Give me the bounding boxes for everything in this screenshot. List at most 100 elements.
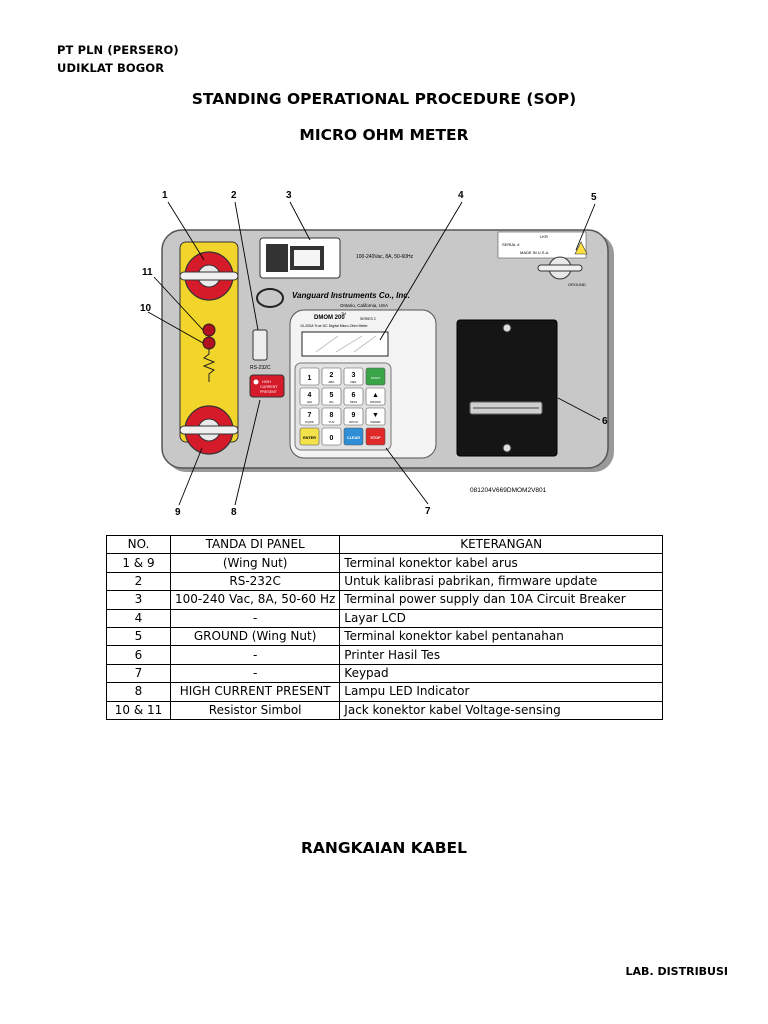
keypad-key bbox=[343, 367, 364, 386]
keypad-key bbox=[321, 387, 342, 406]
org-unit: UDIKLAT BOGOR bbox=[57, 61, 165, 75]
hcp-text-2: CURRENT bbox=[260, 385, 278, 389]
cell-panel-mark: - bbox=[169, 645, 341, 665]
keypad-key bbox=[365, 367, 386, 386]
keypad-key bbox=[321, 367, 342, 386]
resistor-symbol bbox=[202, 348, 216, 382]
printer-screw-top bbox=[502, 323, 512, 333]
power-rating-text: 100-240Vac, 8A, 50-60Hz bbox=[356, 254, 414, 260]
key-sublabel: GHI bbox=[307, 400, 313, 404]
made-in-text: MADE IN U.S.A. bbox=[520, 250, 549, 255]
key-label: 4 bbox=[308, 392, 312, 399]
callout-number: 7 bbox=[425, 506, 431, 517]
cell-panel-mark: - bbox=[169, 663, 341, 684]
cell-panel-mark: HIGH CURRENT PRESENT bbox=[169, 682, 341, 702]
key-sublabel: MNO bbox=[350, 400, 358, 404]
key-sublabel: WXYZ bbox=[349, 420, 358, 424]
cell-panel-mark: - bbox=[169, 608, 341, 628]
cell-panel-mark: GROUND (Wing Nut) bbox=[169, 626, 341, 647]
key-label: 6 bbox=[352, 392, 356, 399]
key-label: ENTER bbox=[303, 436, 316, 440]
callout-number: 5 bbox=[591, 192, 597, 203]
keypad-key bbox=[321, 407, 342, 426]
serial-plate bbox=[497, 231, 587, 259]
rs232-port bbox=[252, 329, 268, 361]
key-sublabel: ABC bbox=[328, 380, 335, 384]
callout-number: 9 bbox=[175, 507, 181, 518]
key-label: 1 bbox=[308, 375, 312, 382]
sense-jack-10 bbox=[202, 336, 216, 350]
footer-lab: LAB. DISTRIBUSI bbox=[625, 965, 728, 978]
cell-no: 8 bbox=[106, 682, 171, 702]
callout-leaders bbox=[147, 201, 601, 506]
key-sublabel: JKL bbox=[329, 400, 335, 404]
cell-no: 10 & 11 bbox=[106, 700, 171, 720]
printer bbox=[456, 319, 558, 457]
document-subtitle: MICRO OHM METER bbox=[299, 126, 469, 144]
sense-jack-11 bbox=[202, 323, 216, 337]
key-label: 9 bbox=[352, 412, 356, 419]
power-inlet bbox=[259, 237, 341, 279]
hcp-text-3: PRESENT bbox=[260, 390, 278, 394]
cell-panel-mark: Resistor Simbol bbox=[169, 700, 341, 720]
table-row: 4-Layar LCD bbox=[106, 608, 663, 628]
rs232-text: RS-232C bbox=[250, 365, 271, 371]
keypad-key bbox=[343, 427, 364, 446]
serial-text: SERIAL # bbox=[502, 242, 520, 247]
cell-panel-mark: 100-240 Vac, 8A, 50-60 Hz bbox=[169, 590, 341, 610]
key-sublabel: TUV bbox=[329, 420, 335, 424]
current-terminal-bottom bbox=[179, 405, 239, 455]
ground-text: GROUND bbox=[568, 282, 586, 287]
table-row: 6-Printer Hasil Tes bbox=[106, 645, 663, 665]
keypad-key bbox=[299, 367, 320, 386]
model-text: DMOM 200 bbox=[314, 315, 345, 321]
key-label: ▲ bbox=[372, 392, 379, 399]
brand-sub-text: Ontario, California, USA bbox=[340, 303, 388, 308]
key-label: CLEAR bbox=[347, 436, 360, 440]
cell-no: 6 bbox=[106, 645, 171, 665]
cell-no: 4 bbox=[106, 608, 171, 628]
model-desc-text: 10-200A True DC Digital Micro-Ohm Meter bbox=[300, 324, 369, 328]
cell-no: 5 bbox=[106, 626, 171, 647]
key-label: 0 bbox=[330, 435, 334, 442]
callout-number: 4 bbox=[458, 190, 464, 201]
key-label: 2 bbox=[330, 372, 334, 379]
key-sublabel: DEF bbox=[351, 380, 357, 384]
hcp-led bbox=[253, 379, 259, 385]
document-title: STANDING OPERATIONAL PROCEDURE (SOP) bbox=[191, 90, 577, 108]
cell-description: Terminal konektor kabel pentanahan bbox=[339, 626, 663, 647]
keypad-key bbox=[365, 387, 386, 406]
section-title-cable-circuit: RANGKAIAN KABEL bbox=[300, 839, 468, 857]
key-sublabel: PAPER bbox=[371, 420, 382, 424]
cell-description: Jack konektor kabel Voltage-sensing bbox=[339, 700, 663, 720]
key-sublabel: ON/OFF bbox=[370, 400, 381, 404]
table-header-row: NO. TANDA DI PANEL KETERANGAN bbox=[106, 534, 663, 555]
cell-no: 3 bbox=[106, 590, 171, 610]
ground-terminal bbox=[537, 241, 588, 280]
table-row: 1 & 9(Wing Nut)Terminal konektor kabel a… bbox=[106, 553, 663, 573]
key-sublabel: PQRS bbox=[305, 420, 314, 424]
keypad-key bbox=[299, 427, 320, 446]
cell-panel-mark: RS-232C bbox=[169, 571, 341, 592]
callout-number: 8 bbox=[231, 507, 237, 518]
tm-text: TM bbox=[341, 312, 346, 316]
cell-no: 7 bbox=[106, 663, 171, 684]
header-no: NO. bbox=[106, 534, 171, 555]
callout-number: 3 bbox=[286, 190, 292, 201]
key-label: 8 bbox=[330, 412, 334, 419]
keypad-key bbox=[321, 427, 342, 446]
key-label: 3 bbox=[352, 372, 356, 379]
cell-description: Keypad bbox=[339, 663, 663, 684]
current-terminal-top bbox=[179, 251, 239, 301]
cell-description: Layar LCD bbox=[339, 608, 663, 628]
cell-description: Untuk kalibrasi pabrikan, firmware updat… bbox=[339, 571, 663, 592]
header-panel-mark: TANDA DI PANEL bbox=[169, 534, 341, 555]
cell-description: Printer Hasil Tes bbox=[339, 645, 663, 665]
callout-number: 10 bbox=[140, 303, 152, 314]
lcd-display bbox=[301, 331, 389, 357]
